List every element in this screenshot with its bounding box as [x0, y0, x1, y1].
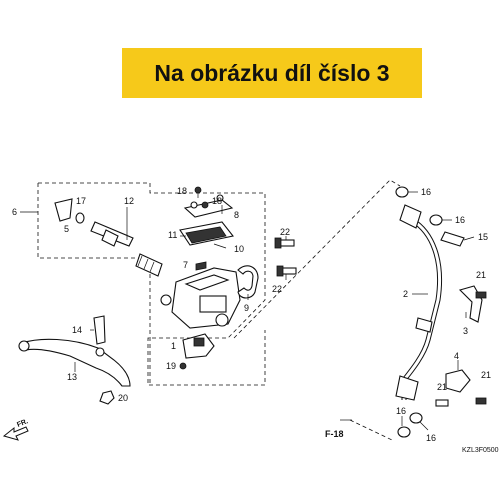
bolt-22 [274, 237, 297, 277]
callout-18b: 18 [212, 196, 222, 206]
callout-1: 1 [171, 341, 176, 351]
callout-15: 15 [478, 232, 488, 242]
diagram-code: KZL3F0500 [462, 447, 499, 454]
assembly-outline [38, 182, 266, 386]
callout-labels: 6 17 5 12 18 18 8 11 10 7 22 22 9 1 19 1… [12, 186, 491, 443]
washer-16-top [395, 186, 409, 198]
callout-8: 8 [234, 210, 239, 220]
callout-6: 6 [12, 207, 17, 217]
callout-19: 19 [166, 361, 176, 371]
reservoir-cap-part [179, 194, 234, 246]
hose-joint-part [445, 369, 471, 393]
callout-5: 5 [64, 224, 69, 234]
callout-16a: 16 [421, 187, 431, 197]
callout-4: 4 [454, 351, 459, 361]
callout-16c: 16 [396, 406, 406, 416]
callout-10: 10 [234, 244, 244, 254]
callout-16b: 16 [455, 215, 465, 225]
callout-13: 13 [67, 372, 77, 382]
callout-2: 2 [403, 289, 408, 299]
callout-18a: 18 [177, 186, 187, 196]
washer-16-bottom [397, 426, 411, 438]
callout-17: 17 [76, 196, 86, 206]
callout-16d: 16 [426, 433, 436, 443]
bolt-15 [440, 231, 465, 247]
callout-21a: 21 [476, 270, 486, 280]
leader-lines [74, 191, 475, 431]
callout-21c: 21 [437, 382, 447, 392]
callout-22a: 22 [280, 227, 290, 237]
clamp-part [237, 265, 259, 299]
screw-19 [179, 362, 187, 370]
nut-20 [99, 390, 115, 405]
callout-12: 12 [124, 196, 134, 206]
callout-20: 20 [118, 393, 128, 403]
master-cylinder-body [160, 267, 241, 329]
callout-14: 14 [72, 325, 82, 335]
bracket-part [458, 285, 483, 323]
callout-21b: 21 [481, 370, 491, 380]
brake-lever [21, 338, 131, 387]
callout-7: 7 [183, 260, 188, 270]
title-banner: Na obrázku díl číslo 3 [122, 48, 422, 98]
callout-3: 3 [463, 326, 468, 336]
reference-label: F-18 [325, 429, 344, 439]
boot-cap-part [54, 198, 85, 224]
piston-part [90, 221, 163, 277]
front-direction-arrow: FR. [2, 418, 29, 441]
callout-11: 11 [168, 230, 177, 240]
callout-9: 9 [244, 303, 249, 313]
pivot-bolt [93, 315, 106, 345]
svg-text:FR.: FR. [16, 418, 29, 429]
callout-22b: 22 [272, 284, 282, 294]
title-text: Na obrázku díl číslo 3 [154, 59, 390, 86]
screw-18 [194, 186, 202, 194]
screw-7 [195, 261, 207, 271]
